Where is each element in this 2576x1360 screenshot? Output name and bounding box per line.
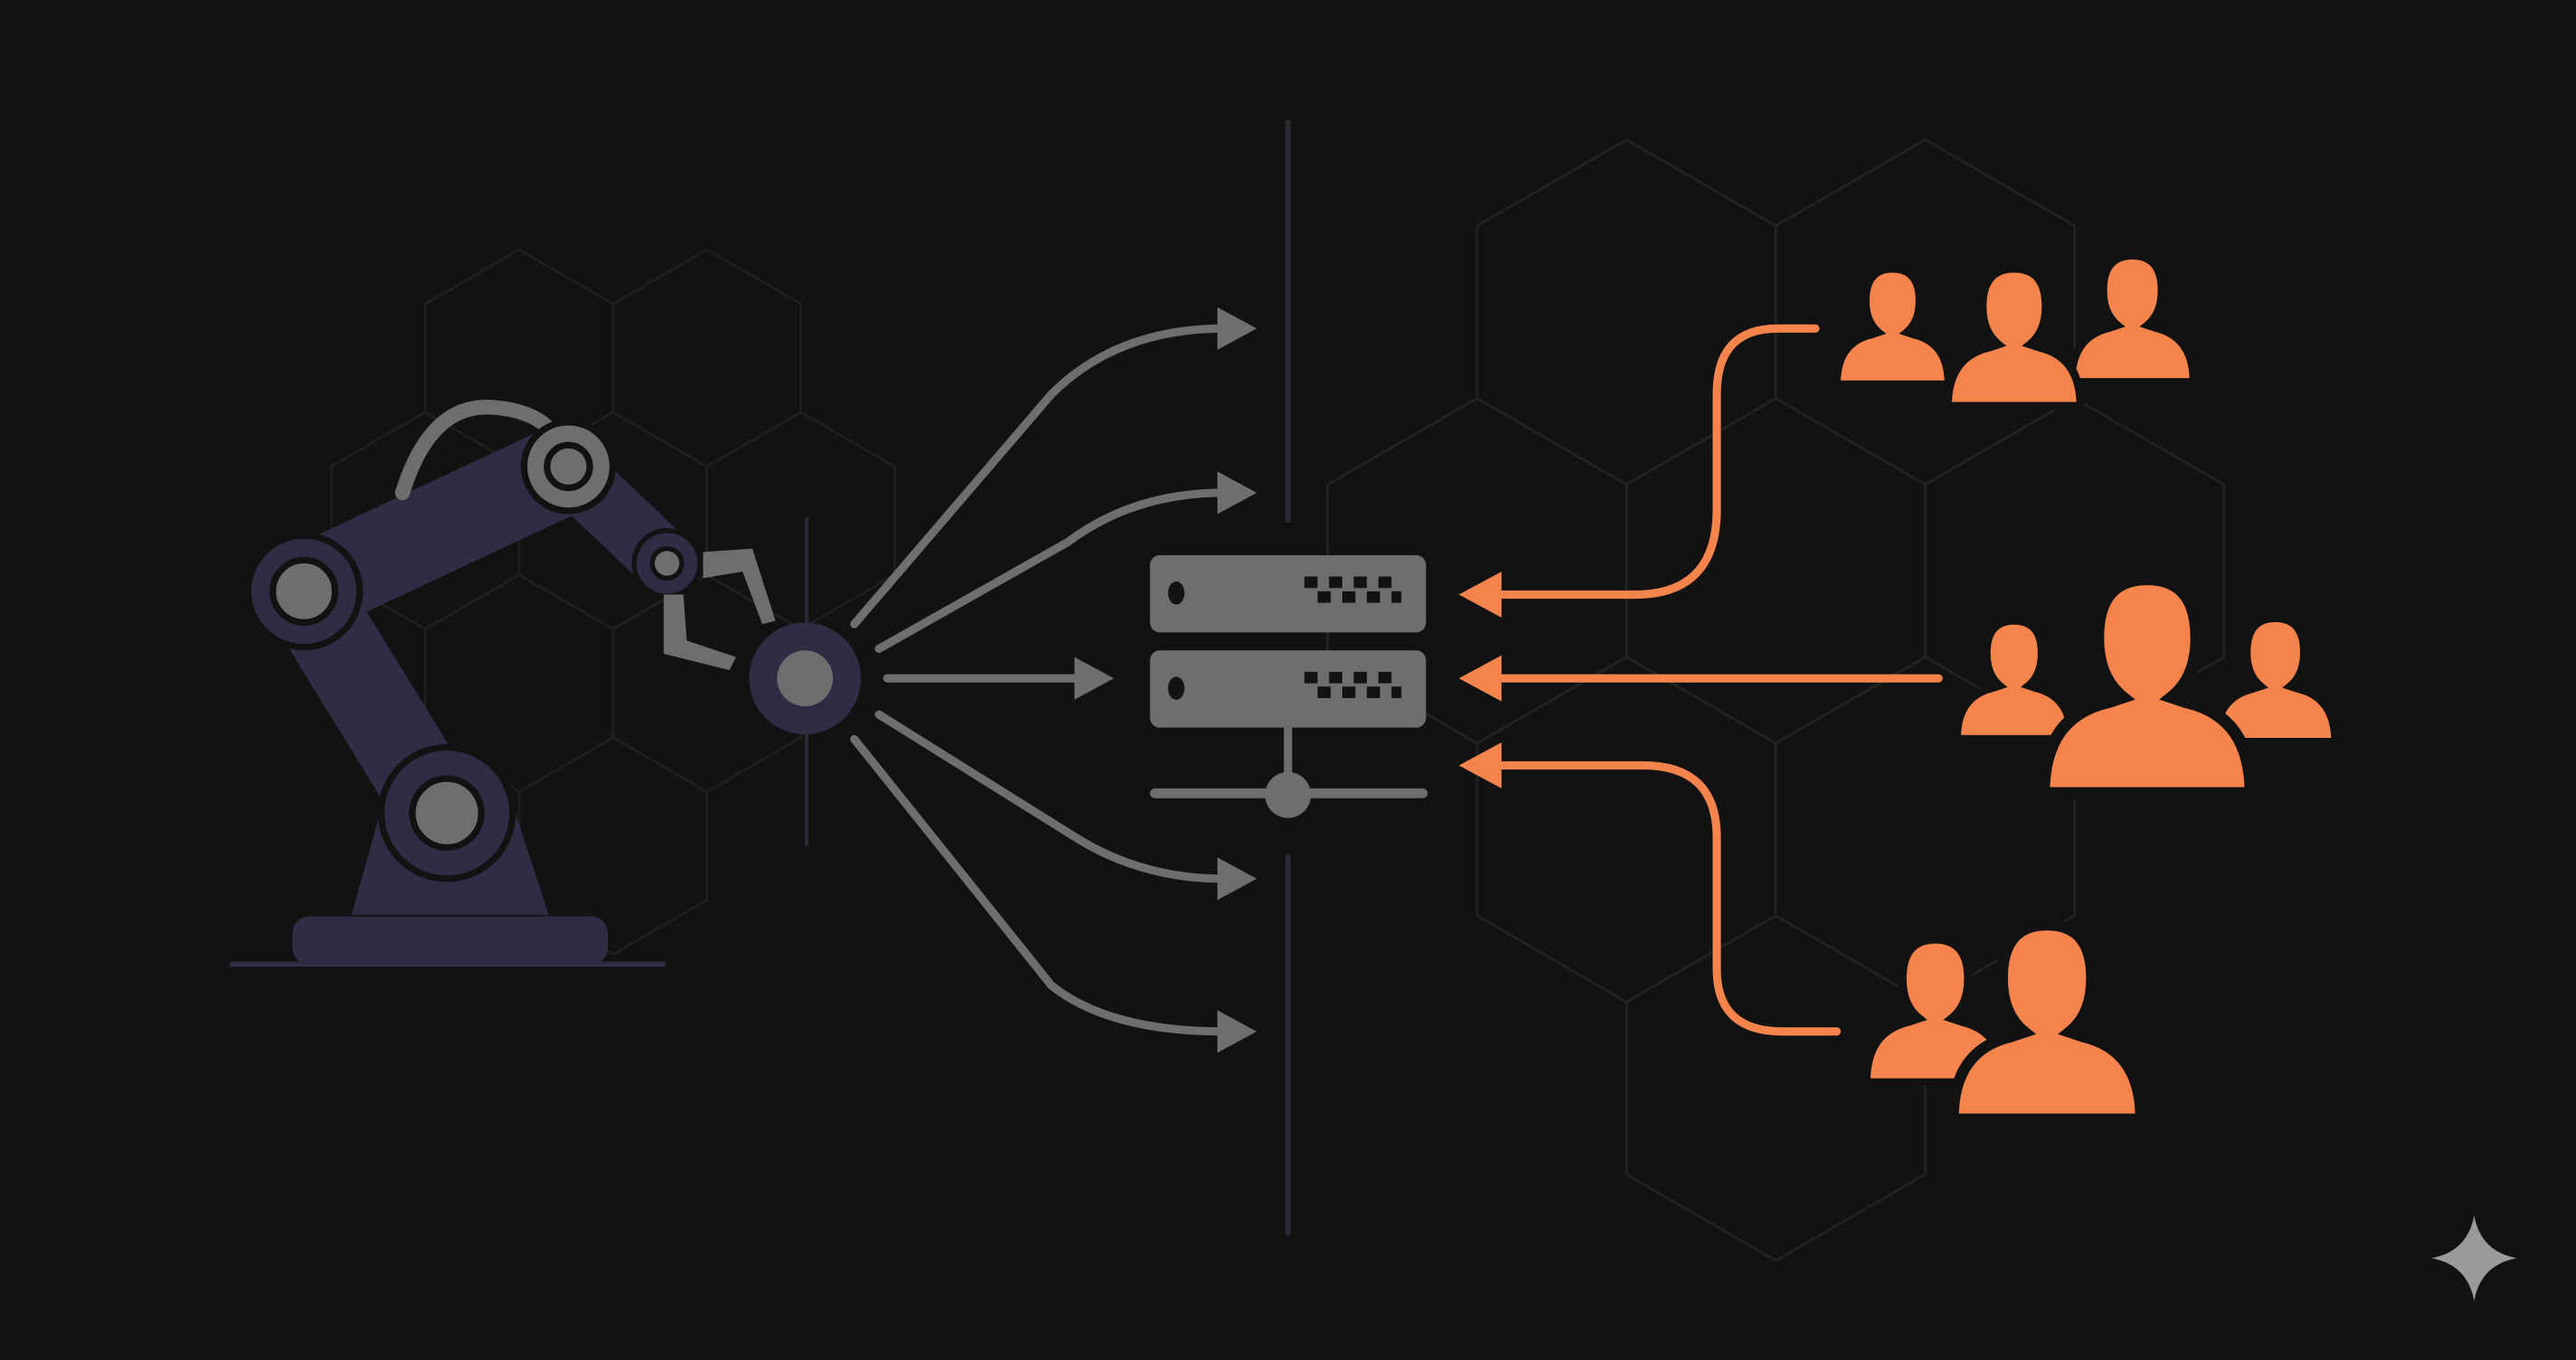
incoming-arrows (1458, 324, 1943, 1036)
arrowhead-icon (1458, 655, 1502, 702)
server-led (1304, 671, 1318, 684)
arrowhead-icon (1217, 857, 1257, 901)
arrowhead-icon (1458, 571, 1502, 618)
server-led (1378, 576, 1392, 589)
arrowhead-icon (1217, 307, 1257, 350)
server-led (1304, 576, 1318, 589)
user-group-top (1837, 256, 2192, 406)
sparkle-icon (2431, 1215, 2517, 1301)
outgoing-arrows (849, 307, 1257, 1053)
arrowhead-icon (1074, 656, 1114, 700)
arrowhead-icon (1217, 1010, 1257, 1053)
arrow-line (875, 488, 1228, 654)
server-led (1329, 576, 1342, 589)
server-led (1391, 590, 1402, 603)
hub-node-icon (749, 622, 861, 734)
arrow-line (849, 734, 1228, 1036)
arrow-line (1491, 760, 1842, 1036)
arrowhead-icon (1458, 742, 1502, 789)
server-led (1317, 686, 1331, 698)
arrow-line (849, 324, 1228, 628)
hex-cell (517, 735, 708, 956)
arrow-line (875, 710, 1228, 883)
server-led (1367, 686, 1380, 698)
server-led (1329, 671, 1342, 684)
server-led (1353, 671, 1368, 684)
server-led (1367, 590, 1380, 603)
server-led (1378, 671, 1392, 684)
server-led (1317, 590, 1331, 603)
arrow-line (1491, 324, 1820, 600)
server-led (1391, 686, 1402, 698)
robotic-arm-icon (230, 400, 776, 967)
server-rack-icon (1150, 554, 1428, 818)
arrowhead-icon (1217, 471, 1257, 515)
server-led (1341, 590, 1356, 603)
server-led (1353, 576, 1368, 589)
server-led (1341, 686, 1356, 698)
